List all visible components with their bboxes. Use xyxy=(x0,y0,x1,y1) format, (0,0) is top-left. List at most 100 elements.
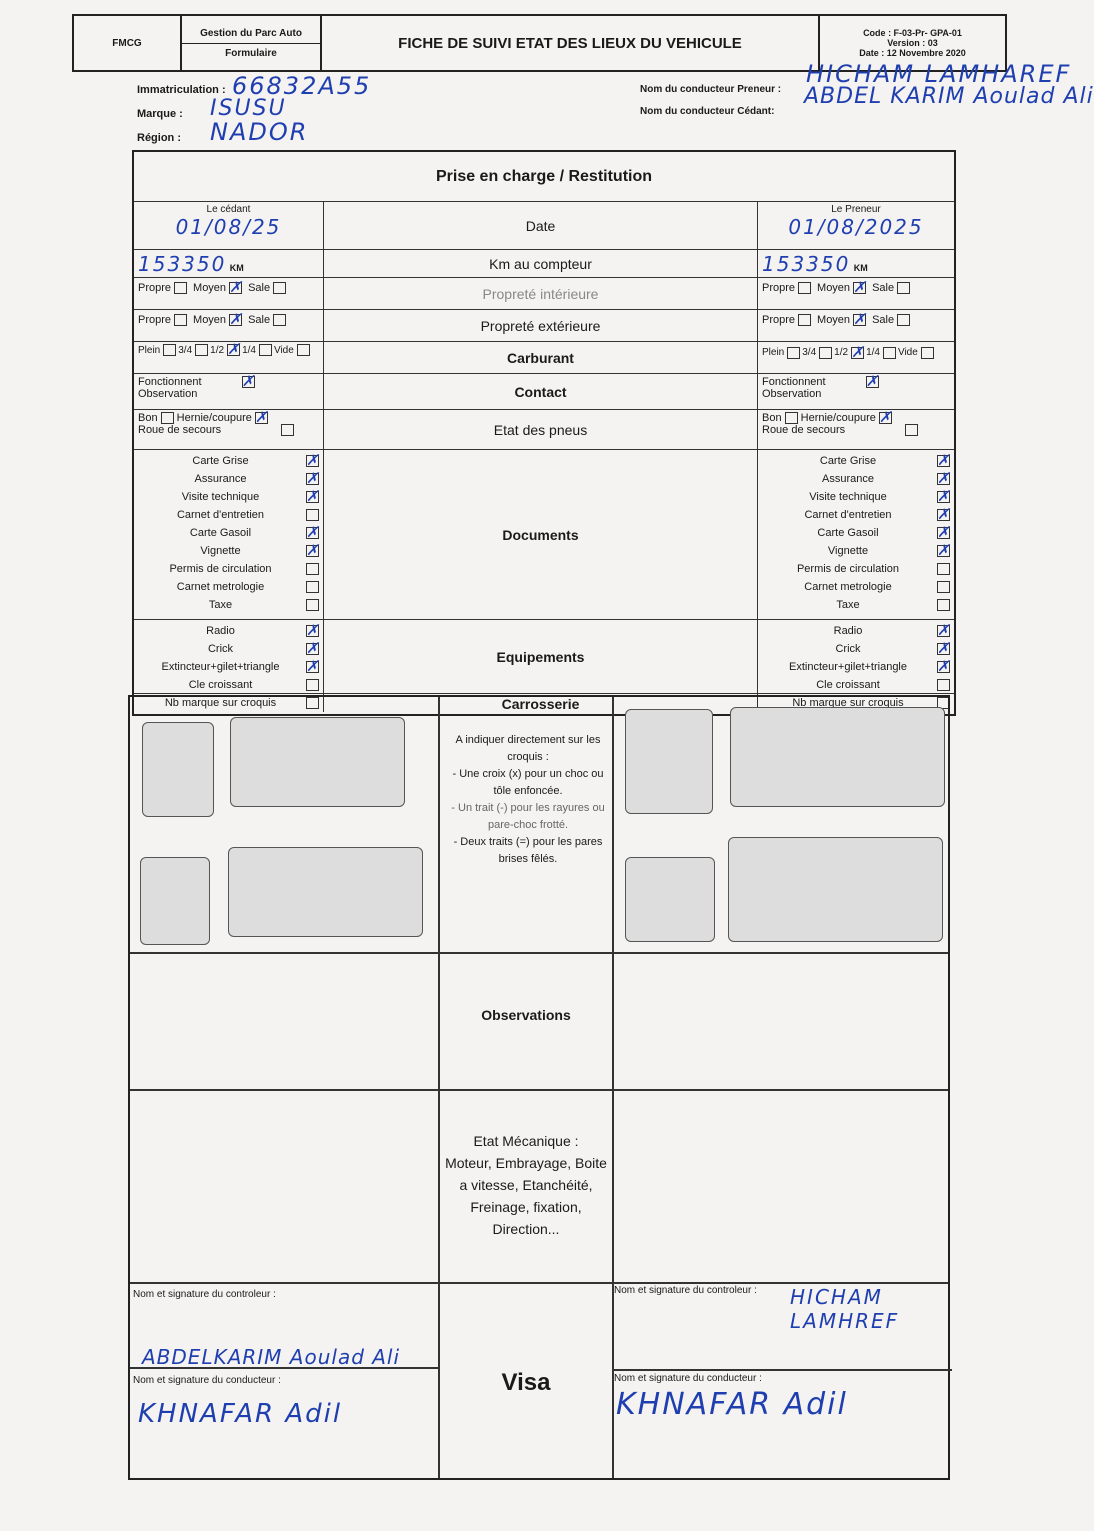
checkbox[interactable] xyxy=(306,697,319,709)
checklist-item: Carte Gasoil xyxy=(762,523,950,542)
checkbox[interactable] xyxy=(306,657,319,675)
opt-label: Moyen xyxy=(817,282,851,294)
checkbox[interactable] xyxy=(937,451,950,469)
checkbox[interactable] xyxy=(798,314,812,326)
checkbox[interactable] xyxy=(306,469,319,487)
checkbox[interactable] xyxy=(163,344,177,356)
checkbox[interactable] xyxy=(306,541,319,559)
checkbox[interactable] xyxy=(882,346,896,359)
checkbox[interactable] xyxy=(195,344,209,356)
checkbox[interactable] xyxy=(897,282,911,294)
checkbox[interactable] xyxy=(306,599,319,611)
preneur-title: Le Preneur xyxy=(831,204,881,215)
hernie-label: Hernie/coupure xyxy=(176,412,252,424)
checkbox[interactable] xyxy=(937,581,950,593)
item-label: Extincteur+gilet+triangle xyxy=(161,661,280,673)
checkbox[interactable] xyxy=(937,639,950,657)
immat-value[interactable]: 66832A55 xyxy=(232,72,372,100)
cedant-km[interactable]: 153350 xyxy=(138,252,227,276)
left-controleur-signature[interactable]: ABDELKARIM Aoulad Ali xyxy=(142,1345,401,1369)
checkbox[interactable] xyxy=(229,310,243,328)
checkbox[interactable] xyxy=(905,424,919,437)
checkbox[interactable] xyxy=(229,278,243,296)
checkbox[interactable] xyxy=(937,563,950,575)
checkbox[interactable] xyxy=(306,621,319,639)
checkbox[interactable] xyxy=(273,282,287,294)
checkbox[interactable] xyxy=(306,509,319,521)
checkbox[interactable] xyxy=(937,469,950,487)
checkbox[interactable] xyxy=(174,282,188,294)
item-label: Cle croissant xyxy=(816,679,880,691)
row-km: Km au compteur xyxy=(324,250,758,277)
code: Code : F-03-Pr- GPA-01 xyxy=(863,28,962,38)
checkbox[interactable] xyxy=(937,621,950,639)
opt-label: Plein xyxy=(138,344,161,356)
row-documents: Documents xyxy=(324,450,758,619)
left-conducteur-signature[interactable]: KHNAFAR Adil xyxy=(138,1399,343,1429)
checkbox[interactable] xyxy=(878,408,892,426)
checklist-item: Vignette xyxy=(138,541,319,560)
item-label: Carnet d'entretien xyxy=(176,509,265,521)
checkbox[interactable] xyxy=(798,282,812,294)
checkbox[interactable] xyxy=(937,487,950,505)
checkbox[interactable] xyxy=(241,372,255,390)
cedant-date[interactable]: 01/08/25 xyxy=(175,215,282,239)
checkbox[interactable] xyxy=(937,657,950,675)
right-controleur-signature[interactable]: HICHAM LAMHREF xyxy=(790,1285,900,1333)
checkbox[interactable] xyxy=(851,343,865,361)
item-label: Cle croissant xyxy=(188,679,253,691)
checkbox[interactable] xyxy=(937,505,950,523)
checkbox[interactable] xyxy=(937,541,950,559)
checkbox[interactable] xyxy=(784,412,798,425)
checklist-item: Radio xyxy=(762,621,950,640)
item-label: Carte Gasoil xyxy=(189,527,252,539)
row-prop-ext: Propreté extérieure xyxy=(324,310,758,341)
marque-value[interactable]: ISUSU xyxy=(210,96,287,121)
checkbox[interactable] xyxy=(819,346,833,359)
checkbox[interactable] xyxy=(787,346,801,359)
cedant-title: Le cédant xyxy=(206,204,251,215)
preneur-date[interactable]: 01/08/2025 xyxy=(788,215,924,239)
opt-label: Propre xyxy=(762,282,796,294)
checkbox[interactable] xyxy=(306,679,319,691)
row-carburant: Carburant xyxy=(324,342,758,373)
checkbox[interactable] xyxy=(254,408,268,426)
checkbox[interactable] xyxy=(853,310,867,328)
cedant-value[interactable]: ABDEL KARIM Aoulad Ali xyxy=(804,84,1094,109)
checkbox[interactable] xyxy=(937,679,950,691)
roue-label: Roue de secours xyxy=(762,424,846,437)
checkbox[interactable] xyxy=(306,451,319,469)
checkbox[interactable] xyxy=(897,314,911,326)
equipements-preneur: RadioCrickExtincteur+gilet+triangleCle c… xyxy=(758,620,954,693)
row-prop-int: Propreté intérieure xyxy=(324,278,758,309)
checkbox[interactable] xyxy=(306,523,319,541)
checkbox[interactable] xyxy=(937,599,950,611)
checkbox[interactable] xyxy=(306,563,319,575)
preneur-km[interactable]: 153350 xyxy=(762,252,851,276)
checkbox[interactable] xyxy=(258,344,272,356)
item-label: Carnet metrologie xyxy=(804,581,892,593)
right-conducteur-signature[interactable]: KHNAFAR Adil xyxy=(616,1387,848,1422)
checkbox[interactable] xyxy=(306,639,319,657)
instruction-1: - Une croix (x) pour un choc ou tôle enf… xyxy=(452,768,604,797)
checkbox[interactable] xyxy=(865,372,879,390)
preneur-value[interactable]: HICHAM LAMHAREF xyxy=(806,60,1072,88)
mecanique-body: Moteur, Embrayage, Boite a vitesse, Etan… xyxy=(445,1155,607,1237)
item-label: Taxe xyxy=(208,599,233,611)
opt-label: Moyen xyxy=(193,282,227,294)
region-value[interactable]: NADOR xyxy=(210,118,309,146)
checkbox[interactable] xyxy=(174,314,188,326)
item-label: Radio xyxy=(206,625,235,637)
item-label: Carte Grise xyxy=(192,455,249,467)
checkbox[interactable] xyxy=(937,523,950,541)
checkbox[interactable] xyxy=(160,412,174,425)
checkbox[interactable] xyxy=(227,340,241,358)
checkbox[interactable] xyxy=(281,424,295,437)
checkbox[interactable] xyxy=(296,344,310,356)
checkbox[interactable] xyxy=(853,278,867,296)
checkbox[interactable] xyxy=(306,581,319,593)
section-title: Prise en charge / Restitution xyxy=(435,167,653,185)
checkbox[interactable] xyxy=(920,346,934,359)
checkbox[interactable] xyxy=(273,314,287,326)
checkbox[interactable] xyxy=(306,487,319,505)
